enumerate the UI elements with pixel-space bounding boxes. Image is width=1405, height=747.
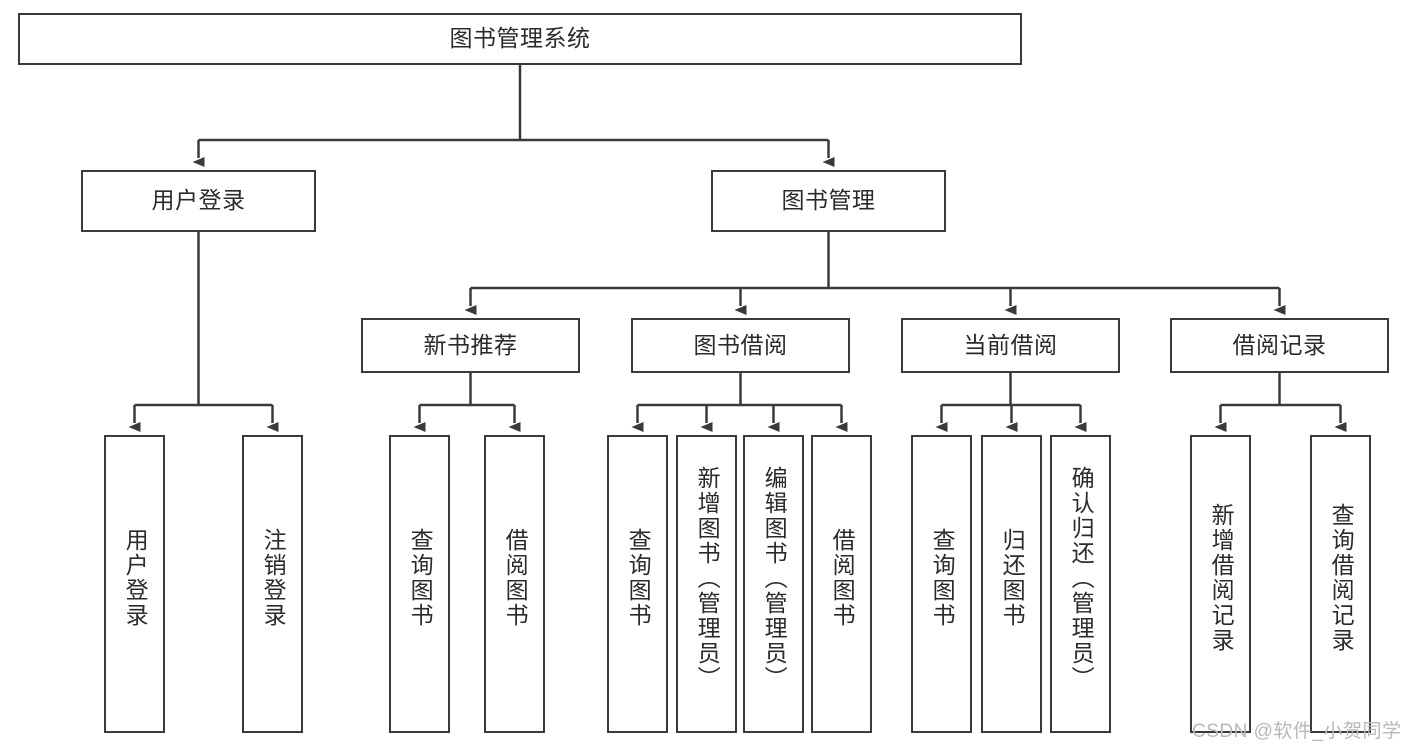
node-label: 借阅记录	[1232, 331, 1327, 358]
node-label: 查询图书	[929, 528, 956, 628]
node-label: 新增借阅记录	[1208, 503, 1235, 653]
node-label: 查询图书	[407, 528, 434, 628]
node-current[interactable]: 当前借阅	[901, 318, 1120, 373]
node-label: 归还图书	[999, 528, 1026, 628]
node-label: 新增图书（管理员）	[694, 465, 721, 691]
node-label: 查询图书	[625, 528, 652, 628]
node-b2[interactable]: 新增图书（管理员）	[676, 435, 737, 733]
node-label: 图书借阅	[693, 331, 788, 358]
node-label: 图书管理	[781, 187, 876, 214]
node-c3[interactable]: 确认归还（管理员）	[1050, 435, 1111, 733]
node-label: 确认归还（管理员）	[1068, 465, 1095, 691]
node-records[interactable]: 借阅记录	[1170, 318, 1389, 373]
node-label: 新书推荐	[423, 331, 518, 358]
node-label: 注销登录	[260, 528, 287, 628]
node-label: 编辑图书（管理员）	[761, 465, 788, 691]
node-n2[interactable]: 借阅图书	[484, 435, 545, 733]
node-root[interactable]: 图书管理系统	[18, 13, 1022, 65]
node-label: 用户登录	[151, 187, 246, 214]
node-borrow[interactable]: 图书借阅	[631, 318, 850, 373]
node-b3[interactable]: 编辑图书（管理员）	[743, 435, 804, 733]
node-label: 借阅图书	[502, 528, 529, 628]
node-login[interactable]: 用户登录	[81, 170, 316, 232]
node-label: 查询借阅记录	[1328, 503, 1355, 653]
node-r1[interactable]: 新增借阅记录	[1190, 435, 1251, 733]
node-bookmgmt[interactable]: 图书管理	[711, 170, 946, 232]
node-n1[interactable]: 查询图书	[389, 435, 450, 733]
node-l2[interactable]: 注销登录	[242, 435, 303, 733]
node-newbook[interactable]: 新书推荐	[361, 318, 580, 373]
node-l1[interactable]: 用户登录	[104, 435, 165, 733]
node-b4[interactable]: 借阅图书	[811, 435, 872, 733]
watermark: CSDN @软件_小贺同学	[1192, 721, 1402, 742]
node-b1[interactable]: 查询图书	[607, 435, 668, 733]
node-label: 当前借阅	[963, 331, 1058, 358]
node-label: 图书管理系统	[449, 25, 591, 52]
node-r2[interactable]: 查询借阅记录	[1310, 435, 1371, 733]
node-c1[interactable]: 查询图书	[911, 435, 972, 733]
node-label: 借阅图书	[829, 528, 856, 628]
node-label: 用户登录	[122, 528, 149, 628]
node-c2[interactable]: 归还图书	[981, 435, 1042, 733]
